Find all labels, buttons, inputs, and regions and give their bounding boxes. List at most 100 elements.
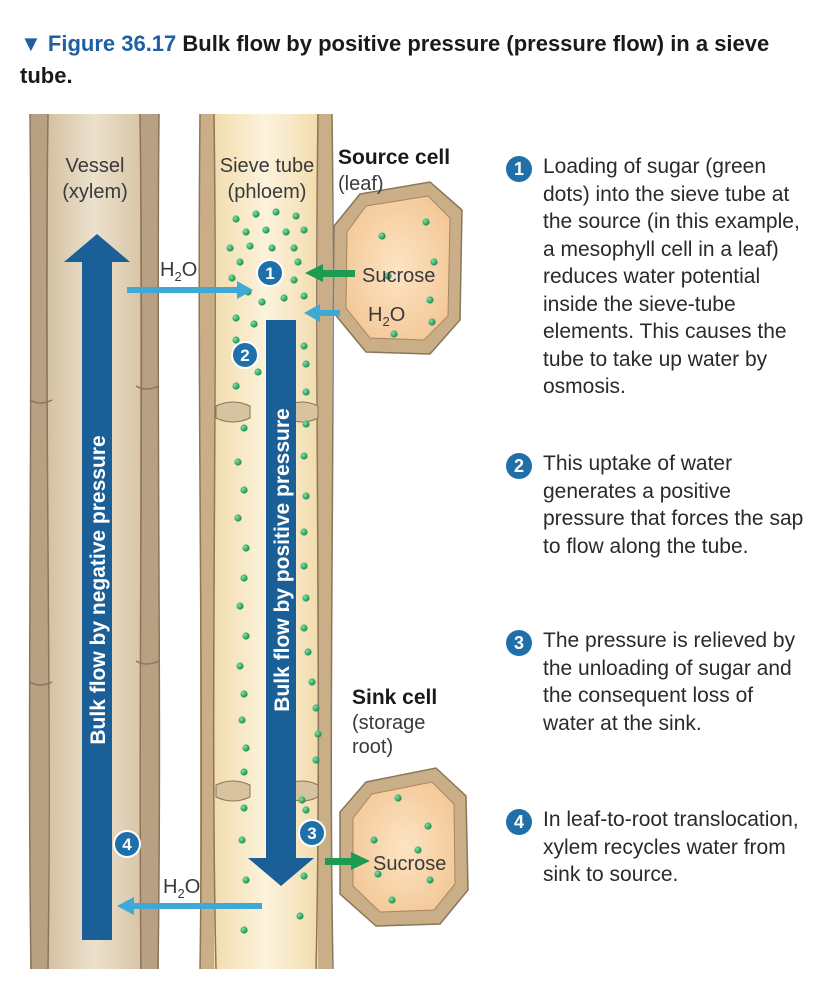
- sugar-dot: [240, 804, 248, 812]
- sugar-dot: [312, 756, 320, 764]
- sucrose-unloading-arrow: [325, 852, 370, 870]
- step-3-text: The pressure is relieved by the unloadin…: [543, 629, 796, 735]
- sugar-dot: [234, 458, 242, 466]
- svg-text:3: 3: [307, 824, 316, 843]
- sugar-dot: [414, 846, 422, 854]
- sugar-dot: [302, 806, 310, 814]
- sugar-dot: [300, 452, 308, 460]
- sugar-dot: [254, 368, 262, 376]
- sugar-dot: [300, 226, 308, 234]
- svg-text:4: 4: [122, 835, 132, 854]
- sugar-dot: [250, 320, 258, 328]
- vessel-sublabel: (xylem): [62, 181, 128, 203]
- sugar-dot: [422, 218, 430, 226]
- sugar-dot: [312, 704, 320, 712]
- sugar-dot: [378, 232, 386, 240]
- sucrose-loading-label: Sucrose: [362, 265, 435, 287]
- sugar-dot: [300, 562, 308, 570]
- negative-pressure-arrow: [64, 234, 130, 940]
- sugar-dot: [240, 926, 248, 934]
- sugar-dot: [388, 896, 396, 904]
- sugar-dot: [242, 544, 250, 552]
- sugar-dot: [234, 514, 242, 522]
- sugar-dot: [236, 602, 244, 610]
- sugar-dot: [268, 244, 276, 252]
- sink-cell: [339, 767, 469, 927]
- sugar-dot: [314, 730, 322, 738]
- sugar-dot: [232, 215, 240, 223]
- sugar-dot: [242, 876, 250, 884]
- sugar-dot: [242, 744, 250, 752]
- sugar-dot: [252, 210, 260, 218]
- step-1-text: Loading of sugar (green dots) into the s…: [543, 155, 800, 398]
- h2o-label-source: H2O: [368, 304, 405, 329]
- sugar-dot: [374, 870, 382, 878]
- sugar-dot: [430, 258, 438, 266]
- sugar-dot: [300, 872, 308, 880]
- sugar-dot: [226, 244, 234, 252]
- sugar-dot: [240, 424, 248, 432]
- sugar-dot: [300, 528, 308, 536]
- marker-3: 3: [298, 819, 326, 847]
- water-arrow-to-xylem: [117, 897, 262, 915]
- sugar-dot: [428, 318, 436, 326]
- sugar-dot: [302, 492, 310, 500]
- sugar-dot: [272, 208, 280, 216]
- sugar-dot: [424, 822, 432, 830]
- source-cell-sublabel: (leaf): [338, 173, 384, 195]
- sugar-dot: [370, 836, 378, 844]
- source-cell: [332, 181, 463, 355]
- sugar-dot: [390, 330, 398, 338]
- sugar-dot: [290, 276, 298, 284]
- source-cell-label: Source cell: [338, 146, 450, 169]
- sugar-dot: [236, 662, 244, 670]
- sugar-dot: [246, 242, 254, 250]
- negative-pressure-label: Bulk flow by negative pressure: [87, 435, 110, 744]
- water-arrow-xylem-to-sieve: [127, 281, 253, 299]
- step-2-badge: 2: [506, 453, 532, 479]
- sugar-dot: [262, 226, 270, 234]
- sugar-dot: [302, 420, 310, 428]
- sugar-dot: [384, 272, 392, 280]
- sugar-dot: [242, 228, 250, 236]
- sugar-dot: [308, 678, 316, 686]
- sugar-dot: [240, 486, 248, 494]
- positive-pressure-arrow: [248, 320, 314, 886]
- sugar-dot: [240, 768, 248, 776]
- figure-title: Bulk flow by positive pressure (pressure…: [20, 31, 770, 88]
- sugar-dot: [302, 360, 310, 368]
- step-4-badge: 4: [506, 809, 532, 835]
- svg-text:2: 2: [240, 346, 249, 365]
- sieve-tube-label: Sieve tube: [220, 155, 315, 177]
- sugar-dot: [426, 876, 434, 884]
- step-4-text: In leaf-to-root translocation, xylem rec…: [543, 808, 799, 886]
- h2o-label-upper: H2O: [160, 259, 197, 284]
- sugar-dot: [294, 258, 302, 266]
- sugar-dot: [236, 258, 244, 266]
- sugar-dot: [304, 648, 312, 656]
- sugar-dot: [298, 796, 306, 804]
- sugar-dot: [238, 716, 246, 724]
- sucrose-loading-arrow: [305, 264, 355, 282]
- sucrose-unloading-label: Sucrose: [373, 853, 446, 875]
- sugar-dot: [280, 294, 288, 302]
- sink-cell-sublabel-2: root): [352, 736, 393, 758]
- sugar-dot: [302, 594, 310, 602]
- h2o-label-lower: H2O: [163, 876, 200, 901]
- sugar-dot: [232, 314, 240, 322]
- step-2-text: This uptake of water generates a positiv…: [543, 452, 804, 558]
- sink-cell-sublabel-1: (storage: [352, 712, 425, 734]
- marker-1: 1: [256, 259, 284, 287]
- sugar-dot: [238, 836, 246, 844]
- sugar-dot: [300, 292, 308, 300]
- sugar-dots: [226, 208, 438, 934]
- sink-cell-label: Sink cell: [352, 686, 437, 709]
- figure-label: ▼ Figure 36.17: [20, 31, 177, 56]
- marker-4: 4: [113, 830, 141, 858]
- step-1-badge: 1: [506, 156, 532, 182]
- sugar-dot: [296, 912, 304, 920]
- sugar-dot: [300, 624, 308, 632]
- sugar-dot: [292, 212, 300, 220]
- water-arrow-into-source: [304, 304, 340, 322]
